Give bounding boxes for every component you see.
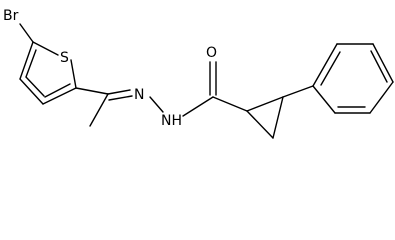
bond-ph-3	[372, 43, 394, 83]
bond-c4-c5	[19, 41, 34, 80]
bond-ph-4	[369, 81, 394, 114]
bond-c3-c4-inner	[25, 76, 45, 97]
bond-cp2-phenyl	[282, 85, 314, 98]
bond-nh-ccarbonyl	[182, 96, 214, 117]
bond-cp1-cp2	[246, 96, 284, 112]
bond-ph-inner-1	[320, 51, 341, 86]
bond-c5-s	[32, 41, 59, 56]
bond-cp3-cp1	[246, 110, 274, 139]
atom-s-label: S	[60, 50, 69, 66]
atom-br-label: Br	[3, 8, 19, 24]
phenyl-ring	[312, 43, 394, 114]
atom-o-label: O	[206, 45, 217, 61]
bond-s-c2	[70, 59, 77, 89]
bond-cp2-cp3	[272, 96, 284, 139]
bond-c-n-1	[107, 89, 131, 95]
bond-ph-6	[312, 85, 336, 114]
bond-c2-c3	[42, 87, 77, 105]
bond-ph-inner-2	[370, 50, 388, 83]
bond-c2-cimine	[75, 87, 109, 95]
bond-ph-1	[312, 43, 338, 87]
atom-n-label: N	[134, 87, 144, 103]
molecule-structure: Br S N NH O	[3, 8, 394, 139]
bond-c-n-2	[108, 95, 133, 101]
bond-c2-c3-inner	[44, 83, 71, 98]
bond-c3-c4	[19, 78, 44, 105]
bond-ccarbonyl-cp1	[212, 96, 248, 112]
thiophene-ring	[19, 41, 77, 105]
bond-c5-br	[19, 23, 34, 43]
bond-c4-c5-inner	[25, 49, 37, 78]
bond-n-nh	[149, 96, 164, 113]
atom-nh-label: NH	[161, 113, 182, 129]
bond-cimine-methyl	[89, 93, 109, 127]
cyclopropane-ring	[246, 96, 284, 139]
